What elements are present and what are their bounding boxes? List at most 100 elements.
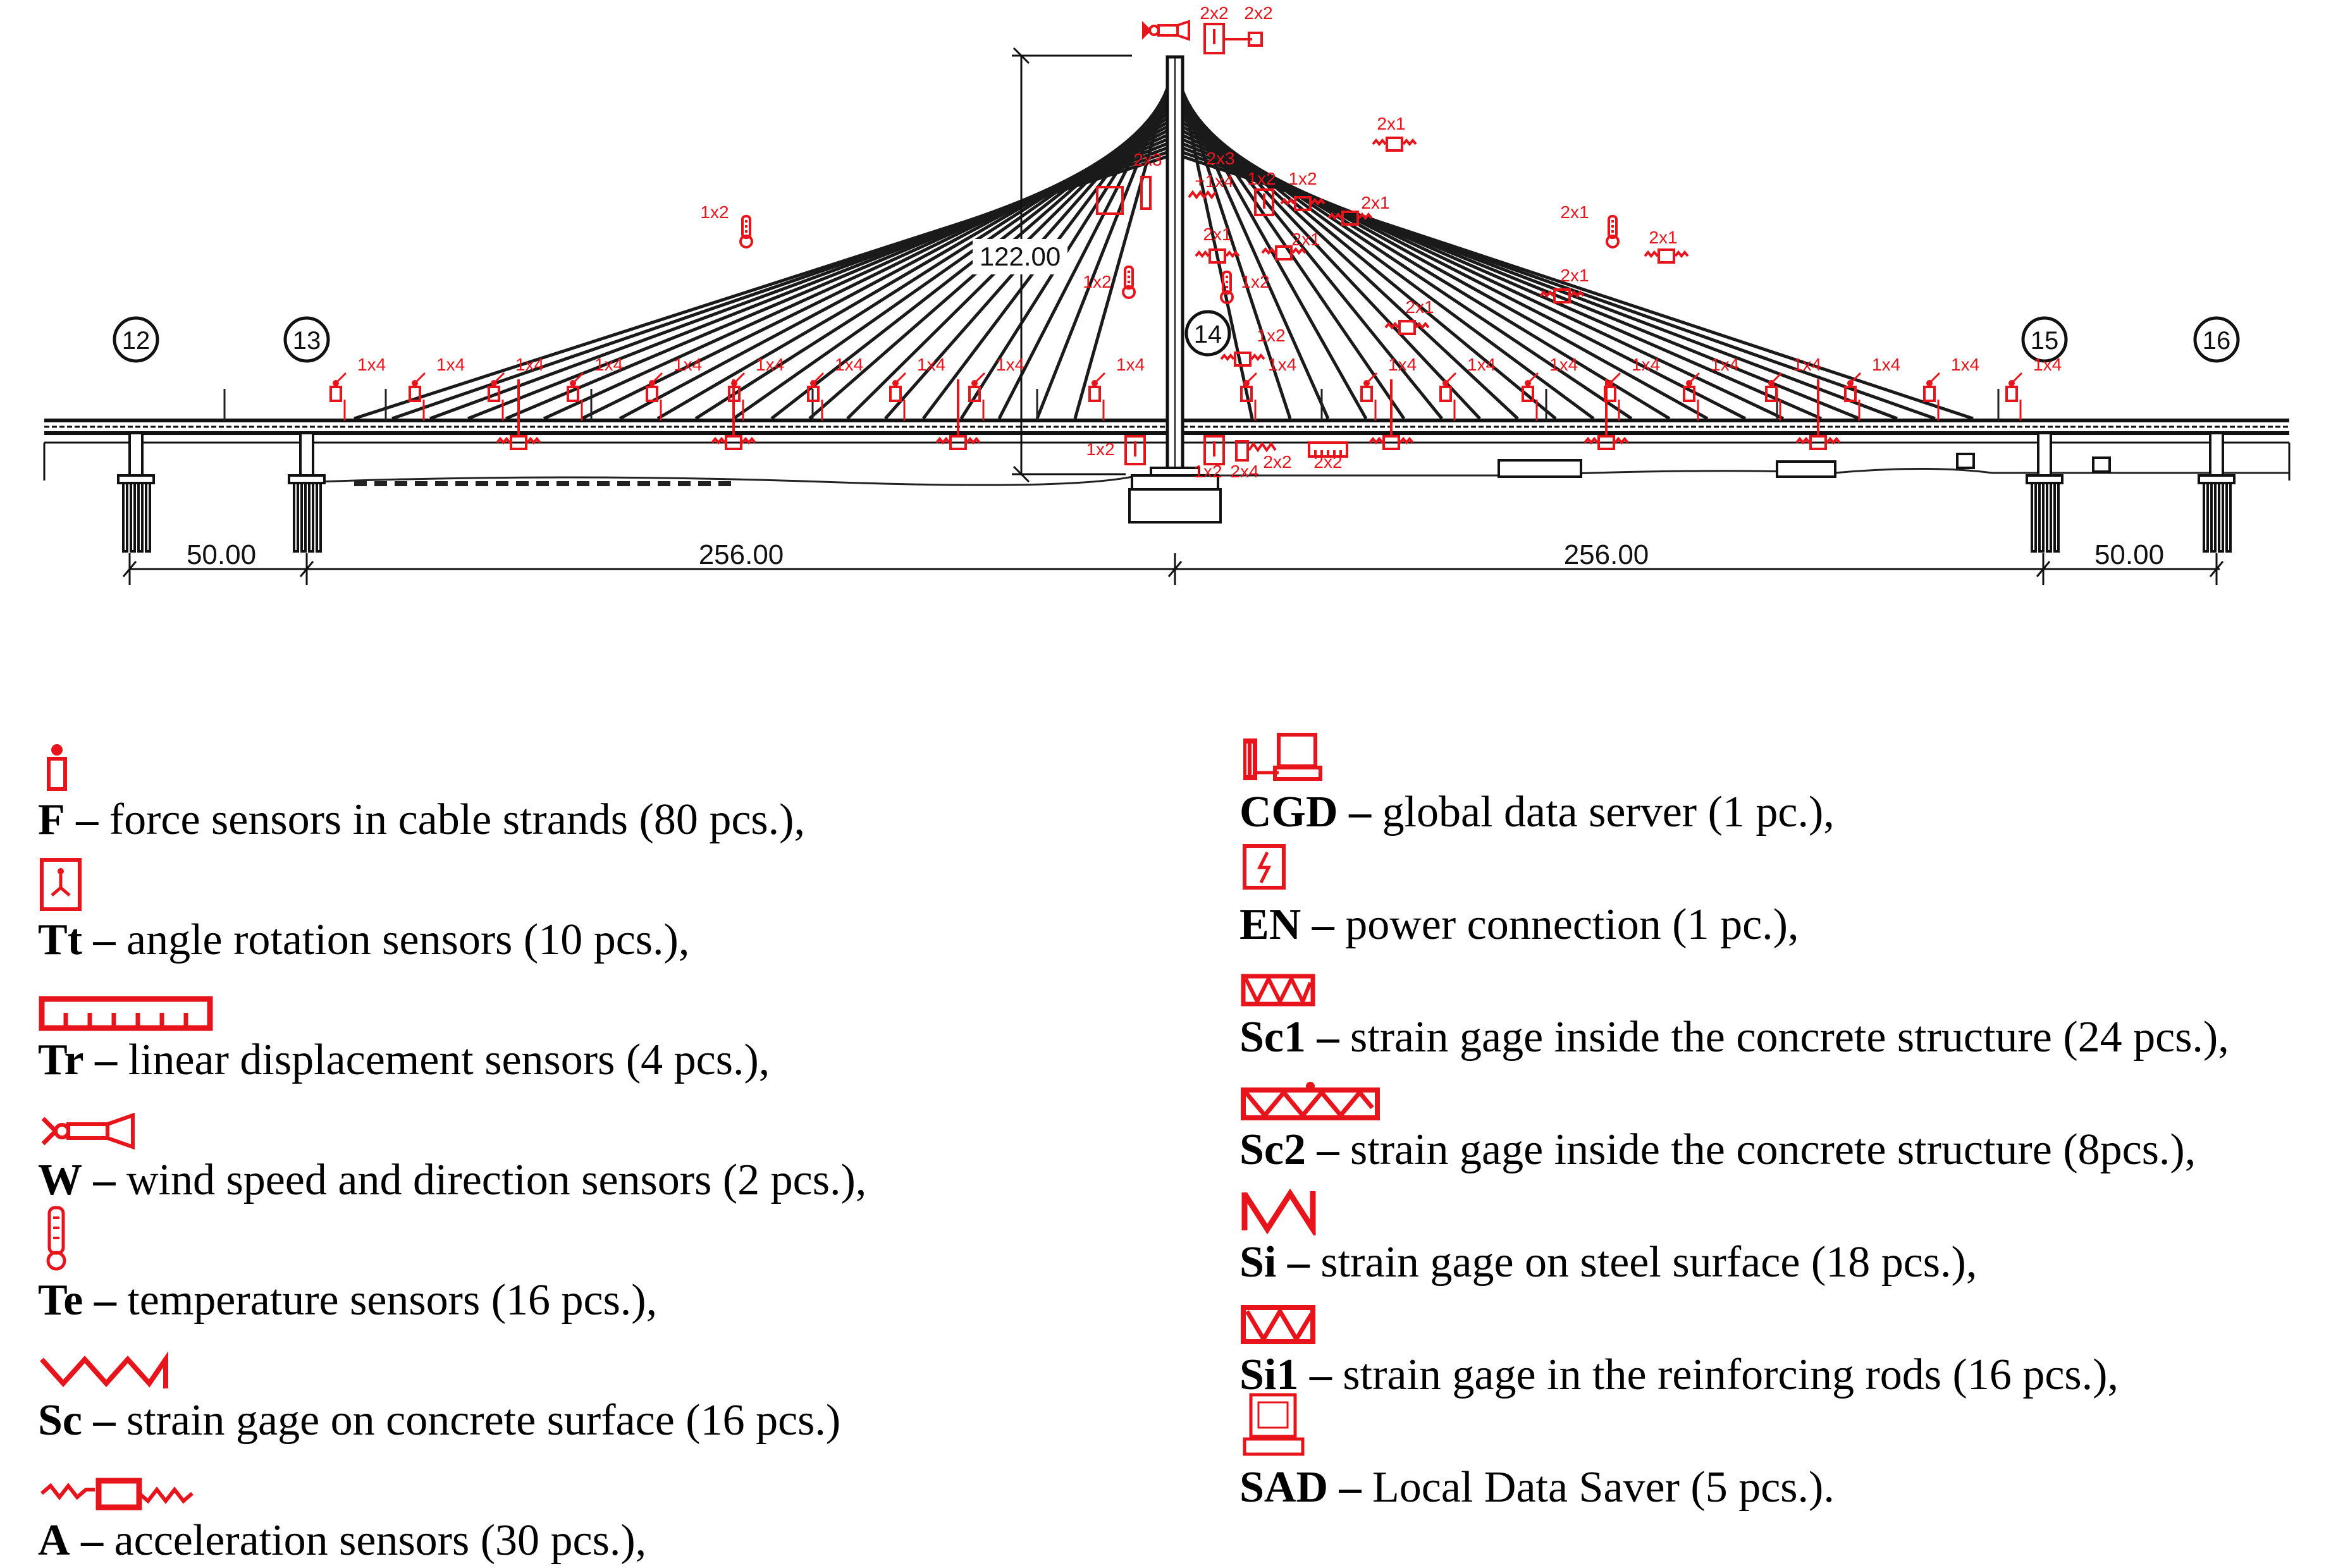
legend-description: strain gage inside the concrete structur…: [1350, 1013, 2229, 1062]
sensor-count-tag: 1x2: [1247, 169, 1276, 188]
legend-text: Tt – angle rotation sensors (10 pcs.),: [38, 913, 1239, 967]
sensor-count-tag: 1x2: [1083, 272, 1111, 291]
legend-text: W – wind speed and direction sensors (2 …: [38, 1153, 1239, 1208]
sensor-count-tag: 1x4: [2033, 355, 2062, 374]
sensor-count-tag: 2x1: [1291, 230, 1320, 249]
legend-dash: –: [1287, 1238, 1310, 1287]
sensor-count-tag: 1x2: [1288, 169, 1317, 188]
legend-description: strain gage on steel surface (18 pcs.),: [1320, 1238, 1977, 1287]
bridge-elevation-diagram: 122.00 50.00 256.00 256.00 50.00 12 13 1…: [43, 3, 2291, 585]
sensor-count-tag: 1x4: [1951, 355, 1979, 374]
sensor-count-tag: 2x2: [1244, 3, 1272, 23]
legend-text: SAD – Local Data Saver (5 pcs.).: [1239, 1461, 2315, 1515]
force-sensor-icon: 1x4: [889, 355, 945, 420]
sensor-count-tag: 2x2: [1263, 452, 1291, 472]
power-icon: [1239, 840, 2315, 898]
sensor-count-tag: 1x4: [1711, 355, 1739, 374]
legend-dash: –: [93, 1396, 116, 1445]
legend-dash: –: [1309, 1351, 1332, 1399]
span-label: 50.00: [2094, 539, 2164, 570]
legend-item: Tt – angle rotation sensors (10 pcs.),: [38, 847, 1239, 967]
legend-item: Te – temperature sensors (16 pcs.),: [38, 1206, 1239, 1328]
strain-gage-concrete-2-icon: [1239, 1065, 2315, 1123]
legend-item: F – force sensors in cable strands (80 p…: [38, 727, 1239, 847]
angle-rotation-sensor-icon: [38, 847, 1239, 913]
pylon-base-sensors: [1124, 435, 1348, 465]
legend-text: Sc – strain gage on concrete surface (16…: [38, 1393, 1239, 1448]
force-sensor-icon: [38, 727, 1239, 793]
legend-code: F: [38, 795, 65, 844]
legend-description: wind speed and direction sensors (2 pcs.…: [126, 1156, 867, 1204]
legend-dash: –: [1312, 900, 1334, 949]
pier-13: [288, 432, 326, 553]
legend-description: linear displacement sensors (4 pcs.),: [128, 1036, 770, 1084]
force-sensor-icon: 1x4: [567, 355, 623, 420]
sensor-count-tag: 2x1: [1560, 202, 1589, 222]
sensor-count-tag: 2x1: [1649, 228, 1677, 247]
legend-description: acceleration sensors (30 pcs.),: [114, 1516, 647, 1565]
force-sensor-icon: 1x4: [1240, 355, 1296, 420]
sensor-count-tag: 1x4: [756, 355, 784, 374]
force-sensor-icon: 1x4: [329, 355, 386, 420]
height-label: 122.00: [980, 242, 1061, 271]
force-sensor-icon: 1x4: [1683, 355, 1739, 420]
axis-label: 12: [122, 327, 151, 355]
local-saver-icon: [1239, 1393, 2315, 1461]
legend-text: Si – strain gage on steel surface (18 pc…: [1239, 1235, 2315, 1290]
legend-code: SAD: [1239, 1463, 1329, 1512]
span-label: 256.00: [699, 539, 784, 570]
legend-text: Si1 – strain gage in the reinforcing rod…: [1239, 1348, 2315, 1402]
legend-description: temperature sensors (16 pcs.),: [127, 1276, 658, 1325]
legend-text: EN – power connection (1 pc.),: [1239, 898, 2315, 952]
sensor-count-tag: 1x4: [1793, 355, 1821, 374]
legend-item: SAD – Local Data Saver (5 pcs.).: [1239, 1393, 2315, 1515]
surface-strain-gage-icon: [38, 1328, 1239, 1393]
legend-code: Tr: [38, 1036, 84, 1084]
legend-dash: –: [1339, 1463, 1362, 1512]
legend-text: Sc2 – strain gage inside the concrete st…: [1239, 1123, 2315, 1177]
sensor-count-tag: 1x2: [1257, 326, 1285, 345]
stay-cable: [1073, 70, 1174, 419]
force-sensor-icon: 1x4: [1765, 355, 1821, 420]
legend-item: A – acceleration sensors (30 pcs.),: [38, 1448, 1239, 1568]
pier-12: [117, 432, 155, 553]
legend-dash: –: [1317, 1013, 1339, 1062]
sensor-count-tag: 1x4: [436, 355, 465, 374]
legend-dash: –: [95, 1036, 118, 1084]
axis-label: 16: [2203, 327, 2231, 355]
pylon: [1128, 55, 1222, 524]
sensor-count-tag: 1x2: [1193, 462, 1222, 481]
legend-text: A – acceleration sensors (30 pcs.),: [38, 1514, 1239, 1568]
sensor-count-tag: 2x2: [1313, 452, 1342, 472]
legend-text: Te – temperature sensors (16 pcs.),: [38, 1273, 1239, 1328]
legend-dash: –: [93, 1156, 116, 1204]
sensor-count-tag: 1x4: [1872, 355, 1900, 374]
axis-label: 15: [2031, 327, 2059, 355]
sensor-count-tag: 1x4: [1632, 355, 1660, 374]
sensor-count-tag: 2x2: [1200, 3, 1228, 23]
legend-description: strain gage inside the concrete structur…: [1350, 1125, 2196, 1174]
legend-description: global data server (1 pc.),: [1382, 788, 1835, 836]
thermometer-icon: [38, 1206, 1239, 1273]
sensor-count-tag: 1x4: [515, 355, 544, 374]
axis-label: 14: [1194, 321, 1222, 348]
legend-dash: –: [81, 1516, 104, 1565]
stay-cable: [997, 78, 1174, 420]
force-sensor-icon: 1x4: [807, 355, 863, 420]
legend-item: Tr – linear displacement sensors (4 pcs.…: [38, 967, 1239, 1087]
force-sensor-icon: 1x4: [1522, 355, 1578, 420]
force-sensor-icon: 1x4: [728, 355, 784, 420]
legend-code: Si: [1239, 1238, 1277, 1287]
sensor-count-tag: 2x1: [1377, 114, 1405, 133]
legend-code: A: [38, 1516, 70, 1565]
legend-item: Sc2 – strain gage inside the concrete st…: [1239, 1065, 2315, 1177]
force-sensor-icon: 1x4: [1360, 355, 1417, 420]
sensor-count-tag: 1x4: [996, 355, 1024, 374]
legend-item: Sc1 – strain gage inside the concrete st…: [1239, 952, 2315, 1065]
deck-force-sensors: 1x4 1x4 1x4 1x4 1x4 1x4 1x4 1x4 1x4 1x4 1x4 1x4 1x4 1…: [329, 355, 2062, 420]
sensor-count-tag: 2x1: [1361, 193, 1389, 212]
sensor-count-tag: 2x3: [1133, 150, 1162, 169]
force-sensor-icon: 1x4: [1439, 355, 1496, 420]
legend-code: Tt: [38, 916, 82, 964]
ground-line: [316, 468, 2289, 486]
